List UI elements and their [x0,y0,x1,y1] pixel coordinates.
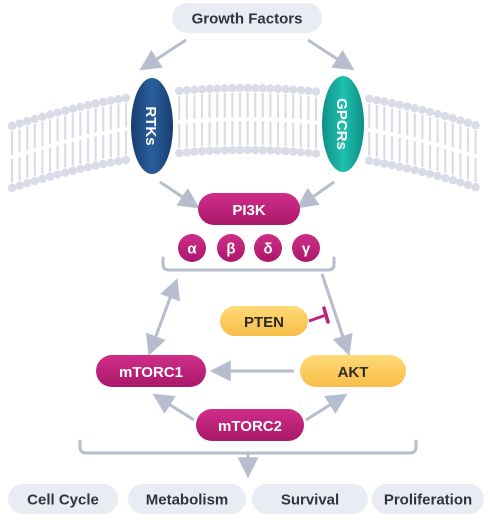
cell-membrane [7,83,480,193]
outcome-proliferation-label: Proliferation [384,492,472,509]
outcome-survival-label: Survival [281,492,339,509]
rtks-receptor: RTKs [131,78,173,174]
mtorc2-pill: mTORC2 [196,409,304,441]
isoform-gamma-label: γ [302,241,311,258]
outcome-cell-cycle: Cell Cycle [8,484,118,514]
isoform-bracket [161,256,336,272]
outcome-metabolism: Metabolism [128,484,246,514]
pten-label: PTEN [244,314,284,331]
isoform-beta: β [217,234,245,262]
outcome-bracket [78,439,418,455]
arrow-gf-to-gpcrs [307,38,355,71]
outcome-proliferation: Proliferation [372,484,484,514]
mtorc2-label: mTORC2 [218,418,282,435]
growth-factors-label: Growth Factors [192,11,303,28]
pi3k-isoforms: α β δ γ [178,234,320,262]
mtorc1-pill: mTORC1 [96,355,206,387]
outcome-metabolism-label: Metabolism [146,492,229,509]
mtorc1-label: mTORC1 [119,364,183,381]
isoform-beta-label: β [226,241,235,258]
arrow-mtorc1-pi3k [146,278,180,356]
isoform-delta: δ [254,234,282,262]
pi3k-label: PI3K [232,202,266,219]
akt-pill: AKT [300,355,406,387]
pten-inhibition-mark [308,306,330,324]
arrow-rtks-to-pi3k [159,180,200,209]
arrow-mtorc2-to-mtorc1 [152,393,195,422]
arrow-gf-to-rtks [139,38,187,71]
arrow-mtorc2-to-akt [305,393,348,422]
arrow-gpcrs-to-pi3k [296,180,335,209]
isoform-alpha: α [178,234,206,262]
gpcrs-label: GPCRs [333,98,350,150]
growth-factors-pill: Growth Factors [172,3,322,33]
rtks-label: RTKs [142,106,159,145]
isoform-gamma: γ [292,234,320,262]
pi3k-pill: PI3K [198,193,300,225]
akt-label: AKT [338,364,369,381]
isoform-delta-label: δ [263,241,272,258]
outcome-survival: Survival [252,484,368,514]
arrow-pi3k-to-akt [320,273,353,356]
pten-pill: PTEN [220,306,308,336]
outcome-cell-cycle-label: Cell Cycle [27,492,99,509]
gpcrs-receptor: GPCRs [322,76,364,172]
isoform-alpha-label: α [187,241,197,258]
